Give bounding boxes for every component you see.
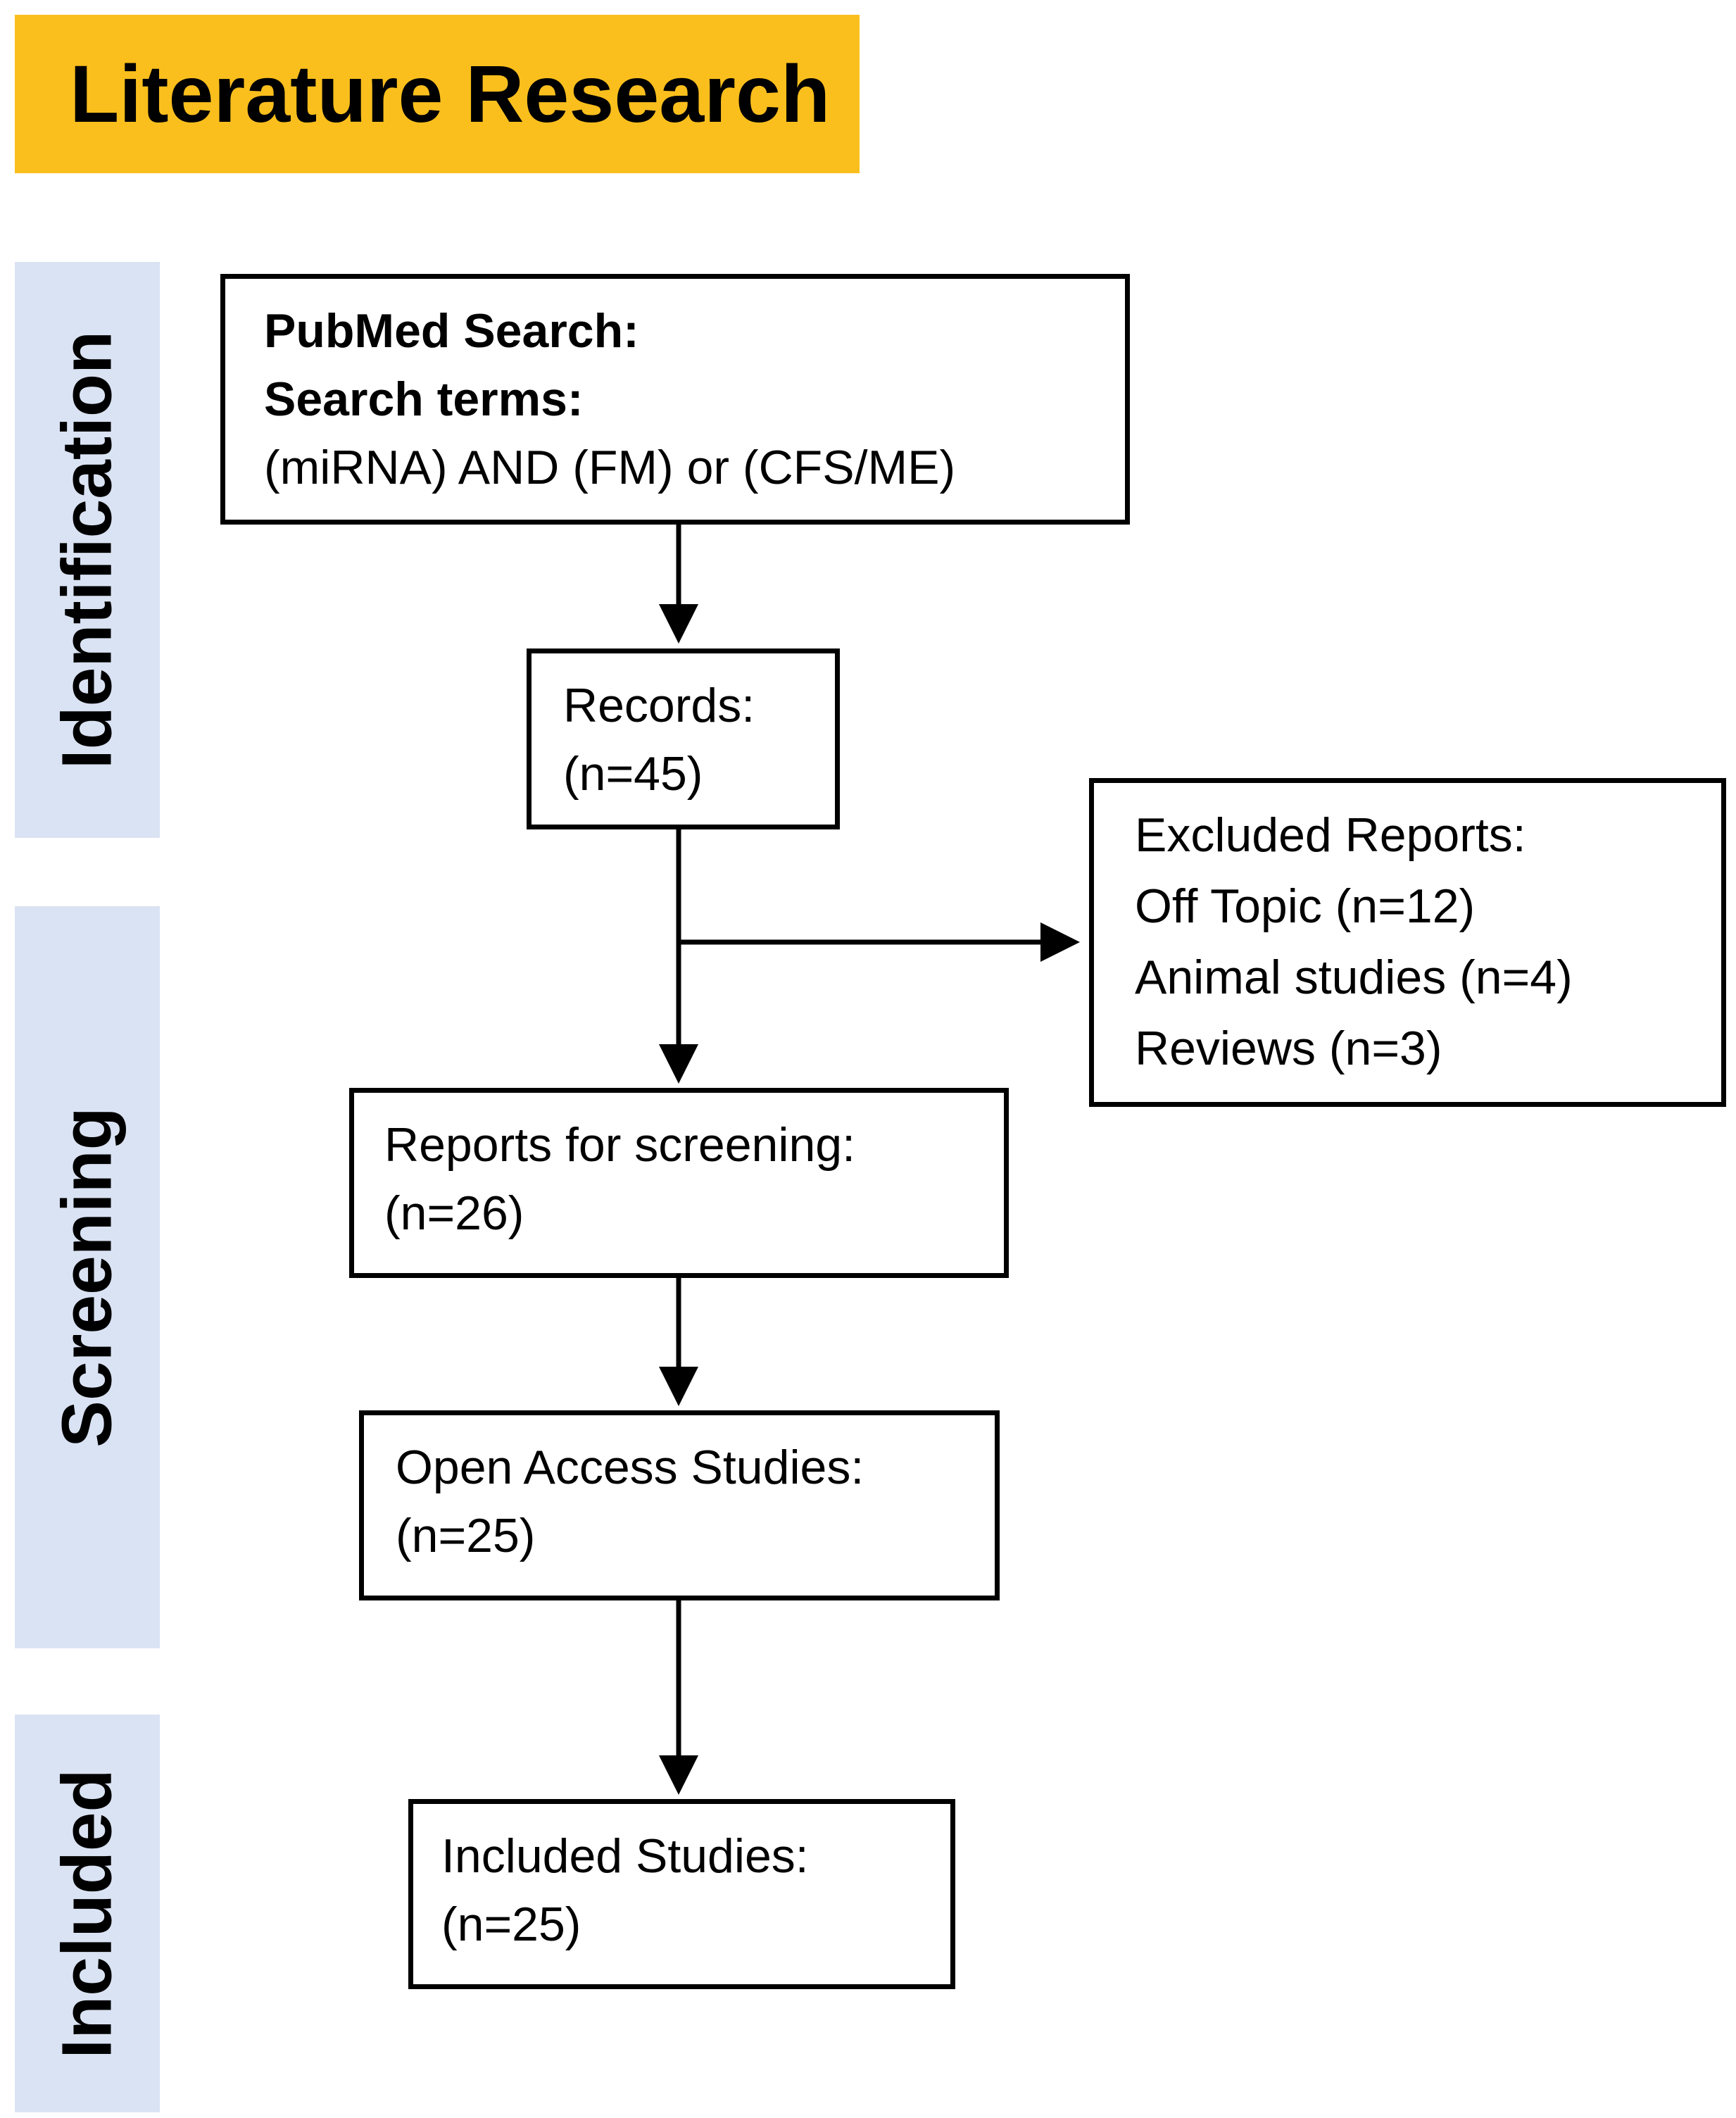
phase-label-included: Included: [47, 1768, 127, 2059]
screening-count: (n=26): [384, 1186, 524, 1240]
included-studies-box: Included Studies: (n=25): [408, 1799, 955, 1989]
excluded-reports-box: Excluded Reports: Off Topic (n=12) Anima…: [1089, 778, 1726, 1107]
phase-bar-identification: Identification: [15, 262, 160, 838]
open-access-count: (n=25): [396, 1509, 536, 1562]
pubmed-heading: PubMed Search:: [264, 304, 639, 358]
search-terms-label: Search terms:: [264, 372, 584, 426]
open-access-studies-box: Open Access Studies: (n=25): [359, 1410, 1000, 1600]
excluded-item-reviews: Reviews (n=3): [1135, 1022, 1442, 1075]
phase-label-identification: Identification: [47, 330, 127, 770]
records-count: (n=45): [563, 747, 703, 801]
phase-bar-screening: Screening: [15, 906, 160, 1648]
open-access-label: Open Access Studies:: [396, 1441, 864, 1494]
reports-for-screening-box: Reports for screening: (n=26): [349, 1088, 1009, 1278]
phase-bar-included: Included: [15, 1715, 160, 2112]
records-box: Records: (n=45): [527, 648, 840, 829]
search-query: (miRNA) AND (FM) or (CFS/ME): [264, 441, 956, 494]
phase-label-screening: Screening: [47, 1107, 127, 1448]
included-label: Included Studies:: [441, 1829, 809, 1883]
diagram-title: Literature Research: [70, 49, 831, 139]
excluded-item-off-topic: Off Topic (n=12): [1135, 879, 1476, 933]
included-count: (n=25): [441, 1898, 581, 1951]
pubmed-search-box: PubMed Search: Search terms: (miRNA) AND…: [220, 274, 1130, 525]
records-label: Records:: [563, 679, 755, 732]
screening-label: Reports for screening:: [384, 1118, 855, 1172]
excluded-label: Excluded Reports:: [1135, 808, 1526, 862]
excluded-item-animal-studies: Animal studies (n=4): [1135, 951, 1573, 1004]
title-banner: Literature Research: [15, 15, 860, 173]
